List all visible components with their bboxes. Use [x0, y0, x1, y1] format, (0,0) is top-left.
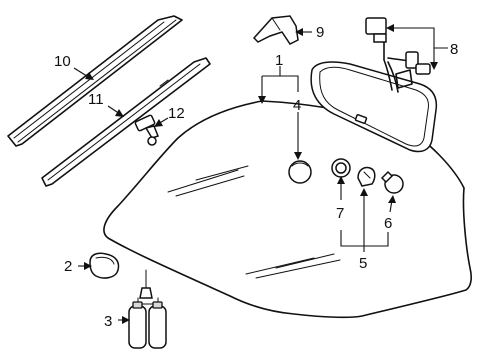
callout-11: 11 [88, 91, 104, 108]
callout-7: 7 [336, 205, 344, 222]
adhesive-kit [128, 269, 167, 349]
callout-3: 3 [104, 313, 112, 330]
callout-9: 9 [316, 24, 324, 41]
callout-6: 6 [384, 215, 392, 232]
sensor-ring [331, 158, 351, 178]
leader-lines [73, 24, 448, 324]
molding-clip [134, 114, 159, 146]
pad-part [89, 252, 120, 279]
callout-labels: 1 2 3 4 5 6 7 8 9 10 11 12 [54, 24, 458, 330]
rain-sensor [288, 160, 312, 184]
windshield [103, 100, 472, 319]
rearview-mirror [310, 17, 438, 153]
sensor-mount [380, 170, 404, 194]
callout-12: 12 [168, 105, 185, 122]
mirror-bracket [252, 15, 299, 45]
callout-5: 5 [359, 255, 367, 272]
callout-8: 8 [450, 41, 458, 58]
callout-10: 10 [54, 53, 71, 70]
side-molding [41, 57, 211, 187]
callout-1: 1 [275, 52, 283, 69]
front-molding [7, 15, 183, 147]
callout-4: 4 [293, 97, 301, 114]
sensor-cover [357, 166, 376, 187]
callout-2: 2 [64, 258, 72, 275]
